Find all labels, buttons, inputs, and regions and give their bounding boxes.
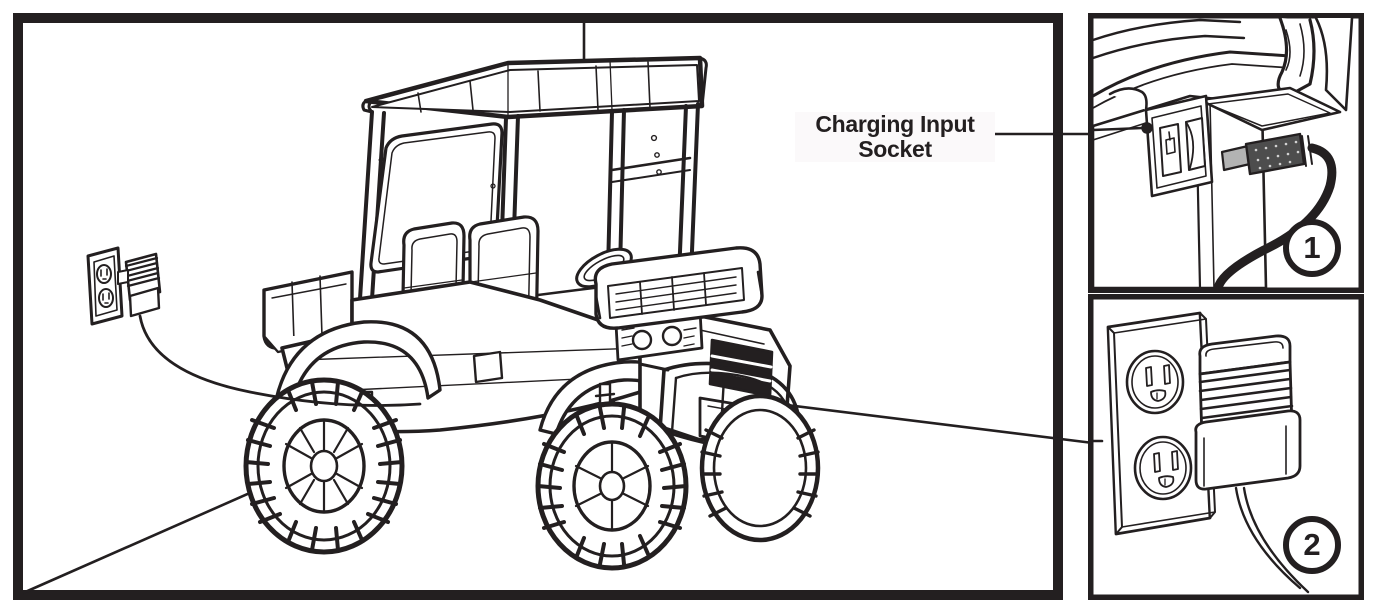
wall-outlet-charger-inset <box>86 246 422 407</box>
charger-adapter <box>1194 334 1310 594</box>
detail-badge-1-circle <box>1283 219 1341 277</box>
wall-outlet-plate <box>1106 311 1216 536</box>
vehicle-roof <box>361 55 708 120</box>
front-cargo-rack <box>593 246 764 330</box>
detail-panel-1-artwork <box>1093 18 1359 288</box>
charging-socket <box>1093 87 1214 198</box>
side-door-panel <box>472 350 504 384</box>
detail-panel-2-artwork <box>1093 299 1359 595</box>
front-tire-tread <box>536 406 688 566</box>
front-wheel <box>535 401 689 571</box>
rear-wheel <box>243 377 405 555</box>
far-side-wheel <box>699 393 821 543</box>
detail-badge-1-number: 1 <box>1303 230 1321 265</box>
vehicle-illustration <box>86 55 821 571</box>
detail-badge-2-circle <box>1283 516 1341 574</box>
detail-badge-2-number: 2 <box>1303 527 1321 562</box>
leader-tire-diagonal <box>22 483 269 595</box>
